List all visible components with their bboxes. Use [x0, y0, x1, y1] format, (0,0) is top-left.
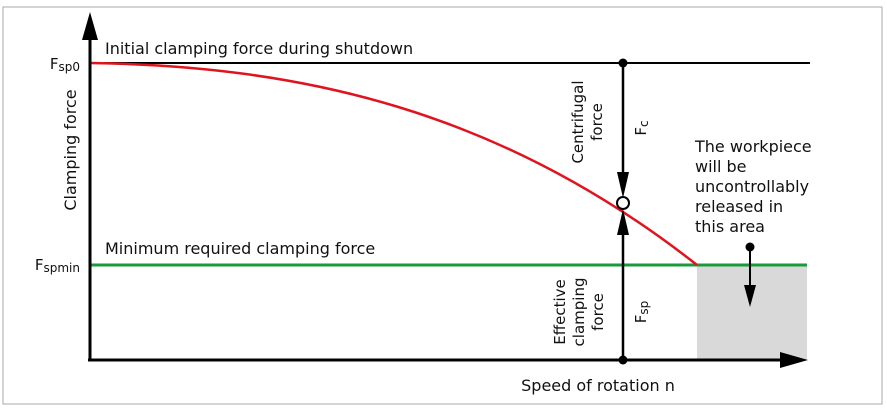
release-note: The workpiece will be uncontrollably rel… — [694, 137, 812, 236]
minimum-line-label: Minimum required clamping force — [105, 239, 375, 258]
arrow-down-icon — [744, 285, 756, 307]
svg-text:released in: released in — [695, 197, 783, 216]
clamping-force-curve — [89, 61, 698, 266]
arrow-down-icon — [617, 172, 629, 198]
svg-text:The workpiece: The workpiece — [694, 137, 812, 156]
svg-text:will be: will be — [695, 157, 747, 176]
fsp-label: Fsp — [632, 301, 651, 324]
initial-line-label: Initial clamping force during shutdown — [105, 39, 413, 58]
svg-text:uncontrollably: uncontrollably — [695, 177, 809, 196]
dot-marker — [618, 355, 628, 365]
x-axis-arrow-icon — [780, 352, 808, 368]
svg-text:force: force — [589, 293, 607, 331]
arrow-up-icon — [617, 209, 629, 235]
fc-label: Fc — [632, 120, 651, 135]
svg-text:Centrifugal: Centrifugal — [569, 80, 587, 163]
svg-text:Effective: Effective — [551, 279, 569, 344]
x-axis-label: Speed of rotation n — [521, 376, 675, 395]
svg-text:clamping: clamping — [570, 278, 588, 347]
fspmin-label: Fspmin — [35, 256, 80, 275]
frame — [2, 6, 883, 405]
release-area — [697, 265, 807, 360]
svg-text:this area: this area — [695, 217, 765, 236]
y-axis-label: Clamping force — [61, 89, 80, 210]
fsp0-label: Fsp0 — [50, 55, 80, 74]
centrifugal-label: Centrifugal force — [569, 80, 606, 163]
svg-text:force: force — [588, 103, 606, 141]
operating-point — [616, 196, 630, 210]
y-axis-arrow-icon — [82, 12, 98, 40]
effective-label: Effective clamping force — [551, 278, 607, 347]
dot-marker — [618, 58, 628, 68]
